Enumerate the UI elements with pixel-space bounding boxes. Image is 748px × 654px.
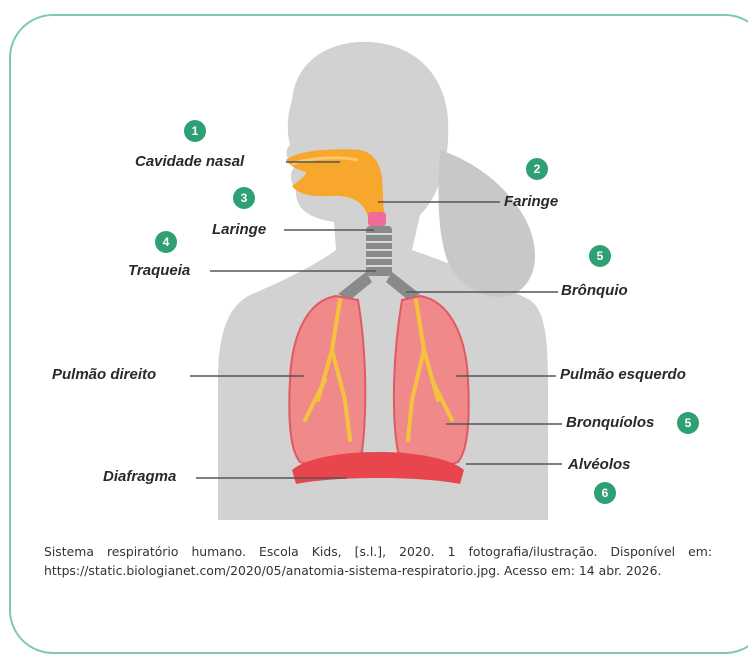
respiratory-system-illustration <box>0 0 748 633</box>
label-traqueia: Traqueia <box>128 262 190 280</box>
badge-faringe: 2 <box>526 158 548 180</box>
body-silhouette <box>218 42 548 520</box>
label-bronquiolos: Bronquíolos <box>566 414 654 432</box>
label-diafragma: Diafragma <box>103 468 176 486</box>
label-bronquio: Brônquio <box>561 282 628 300</box>
label-laringe: Laringe <box>212 221 266 239</box>
badge-traqueia: 4 <box>155 231 177 253</box>
label-pulmao-esquerdo: Pulmão esquerdo <box>560 366 686 384</box>
badge-bronquio: 5 <box>589 245 611 267</box>
badge-cavidade-nasal: 1 <box>184 120 206 142</box>
figure-caption: Sistema respiratório humano. Escola Kids… <box>44 542 712 580</box>
label-alveolos: Alvéolos <box>568 456 631 474</box>
badge-alveolos: 6 <box>594 482 616 504</box>
badge-bronquiolos: 5 <box>677 412 699 434</box>
badge-laringe: 3 <box>233 187 255 209</box>
label-pulmao-direito: Pulmão direito <box>52 366 156 384</box>
label-faringe: Faringe <box>504 193 558 211</box>
label-cavidade-nasal: Cavidade nasal <box>135 153 244 171</box>
